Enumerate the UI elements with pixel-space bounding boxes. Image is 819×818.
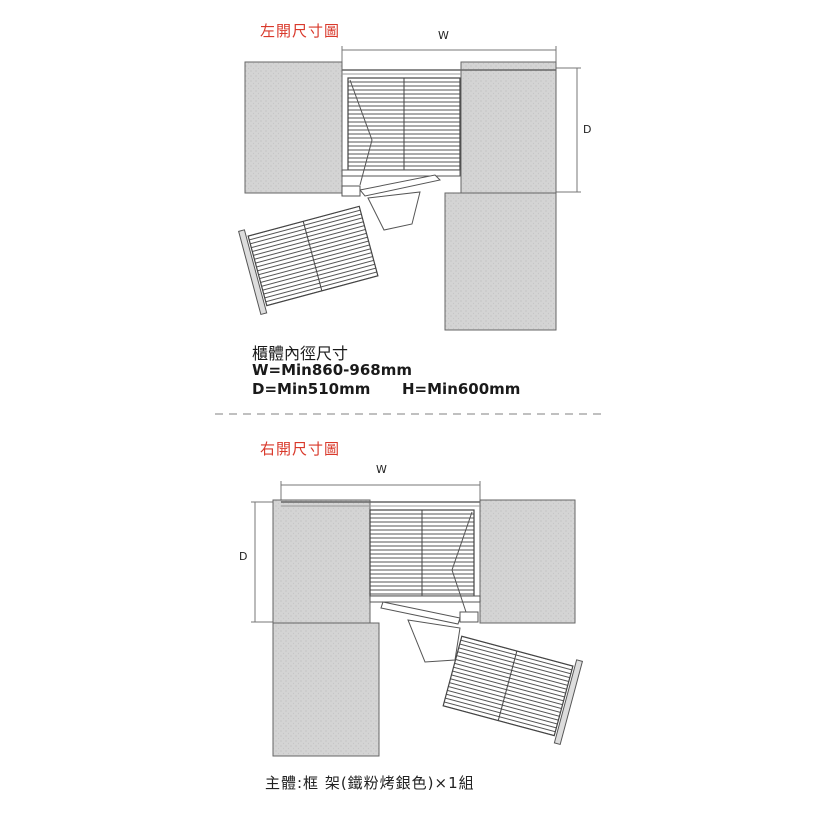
right-outer-basket: [442, 635, 584, 746]
right-w-label: W: [376, 463, 387, 476]
left-cabinet-front: [444, 192, 557, 331]
left-inner-basket: [341, 77, 461, 186]
contents-note: 主體:框 架(鐵粉烤銀色)×1組: [265, 774, 475, 792]
right-d-dimension: [251, 501, 275, 623]
left-outer-basket: [238, 205, 379, 316]
right-pivot-mechanism: [380, 601, 479, 663]
right-inner-basket: [369, 509, 481, 613]
spec-depth: D=Min510mm: [252, 380, 371, 398]
spec-height: H=Min600mm: [402, 380, 521, 398]
left-d-label: D: [583, 123, 592, 136]
right-cabinet-back: [272, 499, 371, 624]
left-w-label: W: [438, 29, 449, 42]
left-diagram-title: 左開尺寸圖: [260, 22, 341, 40]
right-diagram: [251, 481, 584, 757]
right-cabinet-front: [272, 622, 380, 757]
right-cabinet-side: [479, 499, 576, 624]
left-pivot-mechanism: [341, 174, 442, 231]
right-w-dimension: [280, 481, 481, 502]
right-d-label: D: [239, 550, 248, 563]
spec-heading: 櫃體內徑尺寸: [252, 344, 349, 363]
spec-width: W=Min860-968mm: [252, 361, 412, 379]
left-cabinet-back: [460, 61, 557, 194]
left-diagram: [238, 46, 581, 331]
left-cabinet-side: [244, 61, 343, 194]
right-diagram-title: 右開尺寸圖: [260, 440, 341, 458]
left-d-dimension: [556, 67, 581, 193]
